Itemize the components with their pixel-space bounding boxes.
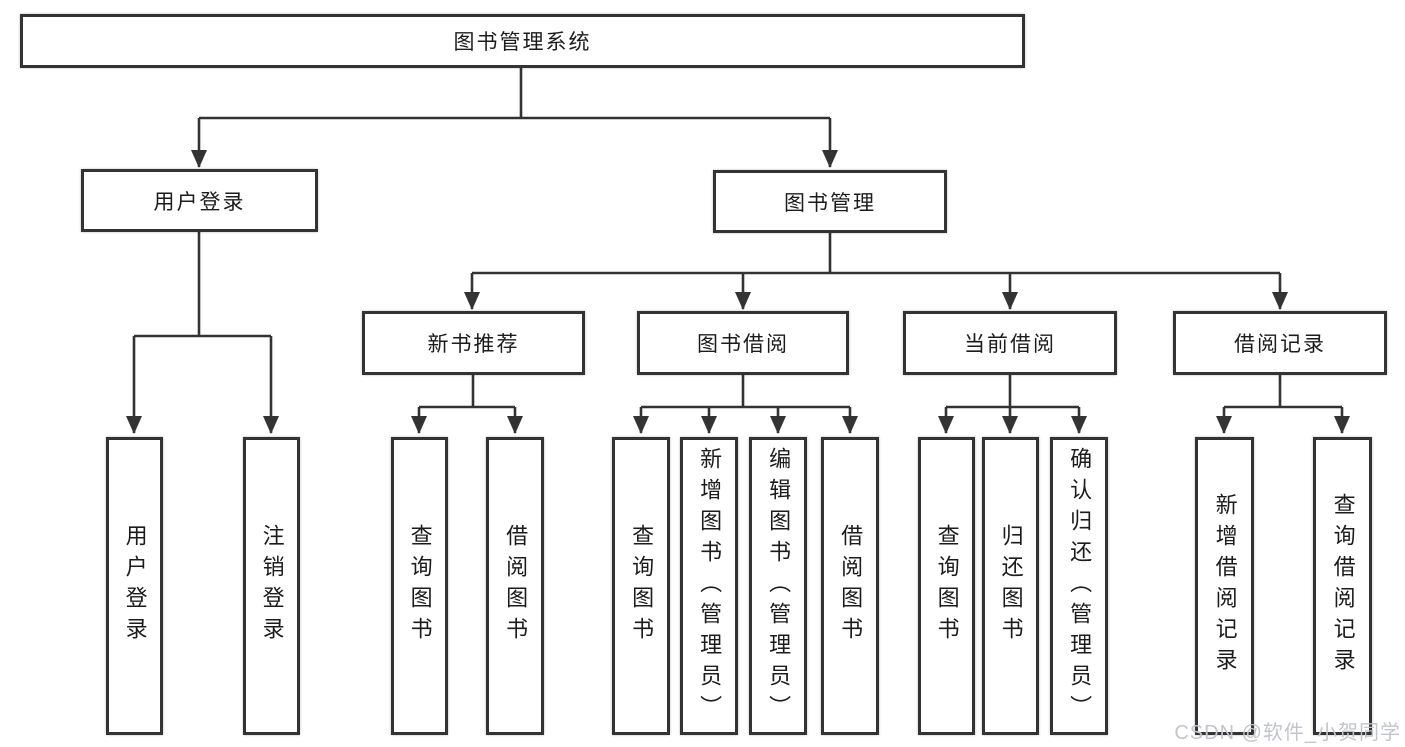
leaf-cb-return-books-label: 归还图书 — [998, 524, 1024, 648]
leaf-rec-query-borrow-record: 查询借阅记录 — [1313, 437, 1372, 735]
node-root: 图书管理系统 — [20, 14, 1025, 68]
node-root-label: 图书管理系统 — [453, 31, 592, 54]
leaf-rec-query-borrow-record-label: 查询借阅记录 — [1330, 493, 1356, 679]
leaf-cb-query-books-label: 查询图书 — [934, 524, 960, 648]
leaf-user-login-label: 用户登录 — [122, 524, 148, 648]
leaf-cb-query-books: 查询图书 — [918, 437, 975, 735]
leaf-bb-borrow-books-label: 借阅图书 — [838, 524, 864, 648]
leaf-rec-add-borrow-record: 新增借阅记录 — [1195, 437, 1254, 735]
leaf-rec-add-borrow-record-label: 新增借阅记录 — [1212, 493, 1238, 679]
node-book-borrowing: 图书借阅 — [637, 311, 849, 375]
leaf-bb-edit-books-admin-label: 编辑图书（管理员） — [766, 446, 792, 726]
leaf-bb-edit-books-admin: 编辑图书（管理员） — [749, 437, 807, 735]
node-current-borrowing: 当前借阅 — [903, 311, 1117, 375]
node-user-login-label: 用户登录 — [153, 190, 246, 214]
leaf-bb-query-books: 查询图书 — [612, 437, 670, 735]
node-borrowing-records-label: 借阅记录 — [1234, 333, 1326, 356]
leaf-logout-label: 注销登录 — [259, 524, 285, 648]
node-borrowing-records: 借阅记录 — [1173, 311, 1387, 375]
leaf-user-login: 用户登录 — [106, 437, 163, 735]
leaf-nb-query-books: 查询图书 — [391, 437, 448, 735]
node-current-borrowing-label: 当前借阅 — [964, 333, 1056, 356]
node-book-borrowing-label: 图书借阅 — [697, 333, 789, 356]
leaf-nb-query-books-label: 查询图书 — [407, 524, 433, 648]
leaf-cb-confirm-return-admin-label: 确认归还（管理员） — [1067, 446, 1093, 726]
leaf-cb-return-books: 归还图书 — [982, 437, 1039, 735]
leaf-cb-confirm-return-admin: 确认归还（管理员） — [1050, 437, 1108, 735]
leaf-logout: 注销登录 — [243, 437, 300, 735]
node-user-login: 用户登录 — [81, 169, 318, 232]
watermark: CSDN @软件_小贺同学 — [1174, 722, 1401, 744]
leaf-nb-borrow-books: 借阅图书 — [486, 437, 544, 735]
leaf-bb-add-books-admin: 新增图书（管理员） — [680, 437, 738, 735]
node-book-management: 图书管理 — [713, 170, 947, 233]
leaf-nb-borrow-books-label: 借阅图书 — [503, 524, 529, 648]
leaf-bb-add-books-admin-label: 新增图书（管理员） — [697, 446, 723, 726]
node-book-management-label: 图书管理 — [784, 191, 876, 215]
leaf-bb-borrow-books: 借阅图书 — [821, 437, 879, 735]
node-new-book-recommend-label: 新书推荐 — [427, 333, 520, 356]
node-new-book-recommend: 新书推荐 — [362, 311, 585, 375]
leaf-bb-query-books-label: 查询图书 — [629, 524, 655, 648]
